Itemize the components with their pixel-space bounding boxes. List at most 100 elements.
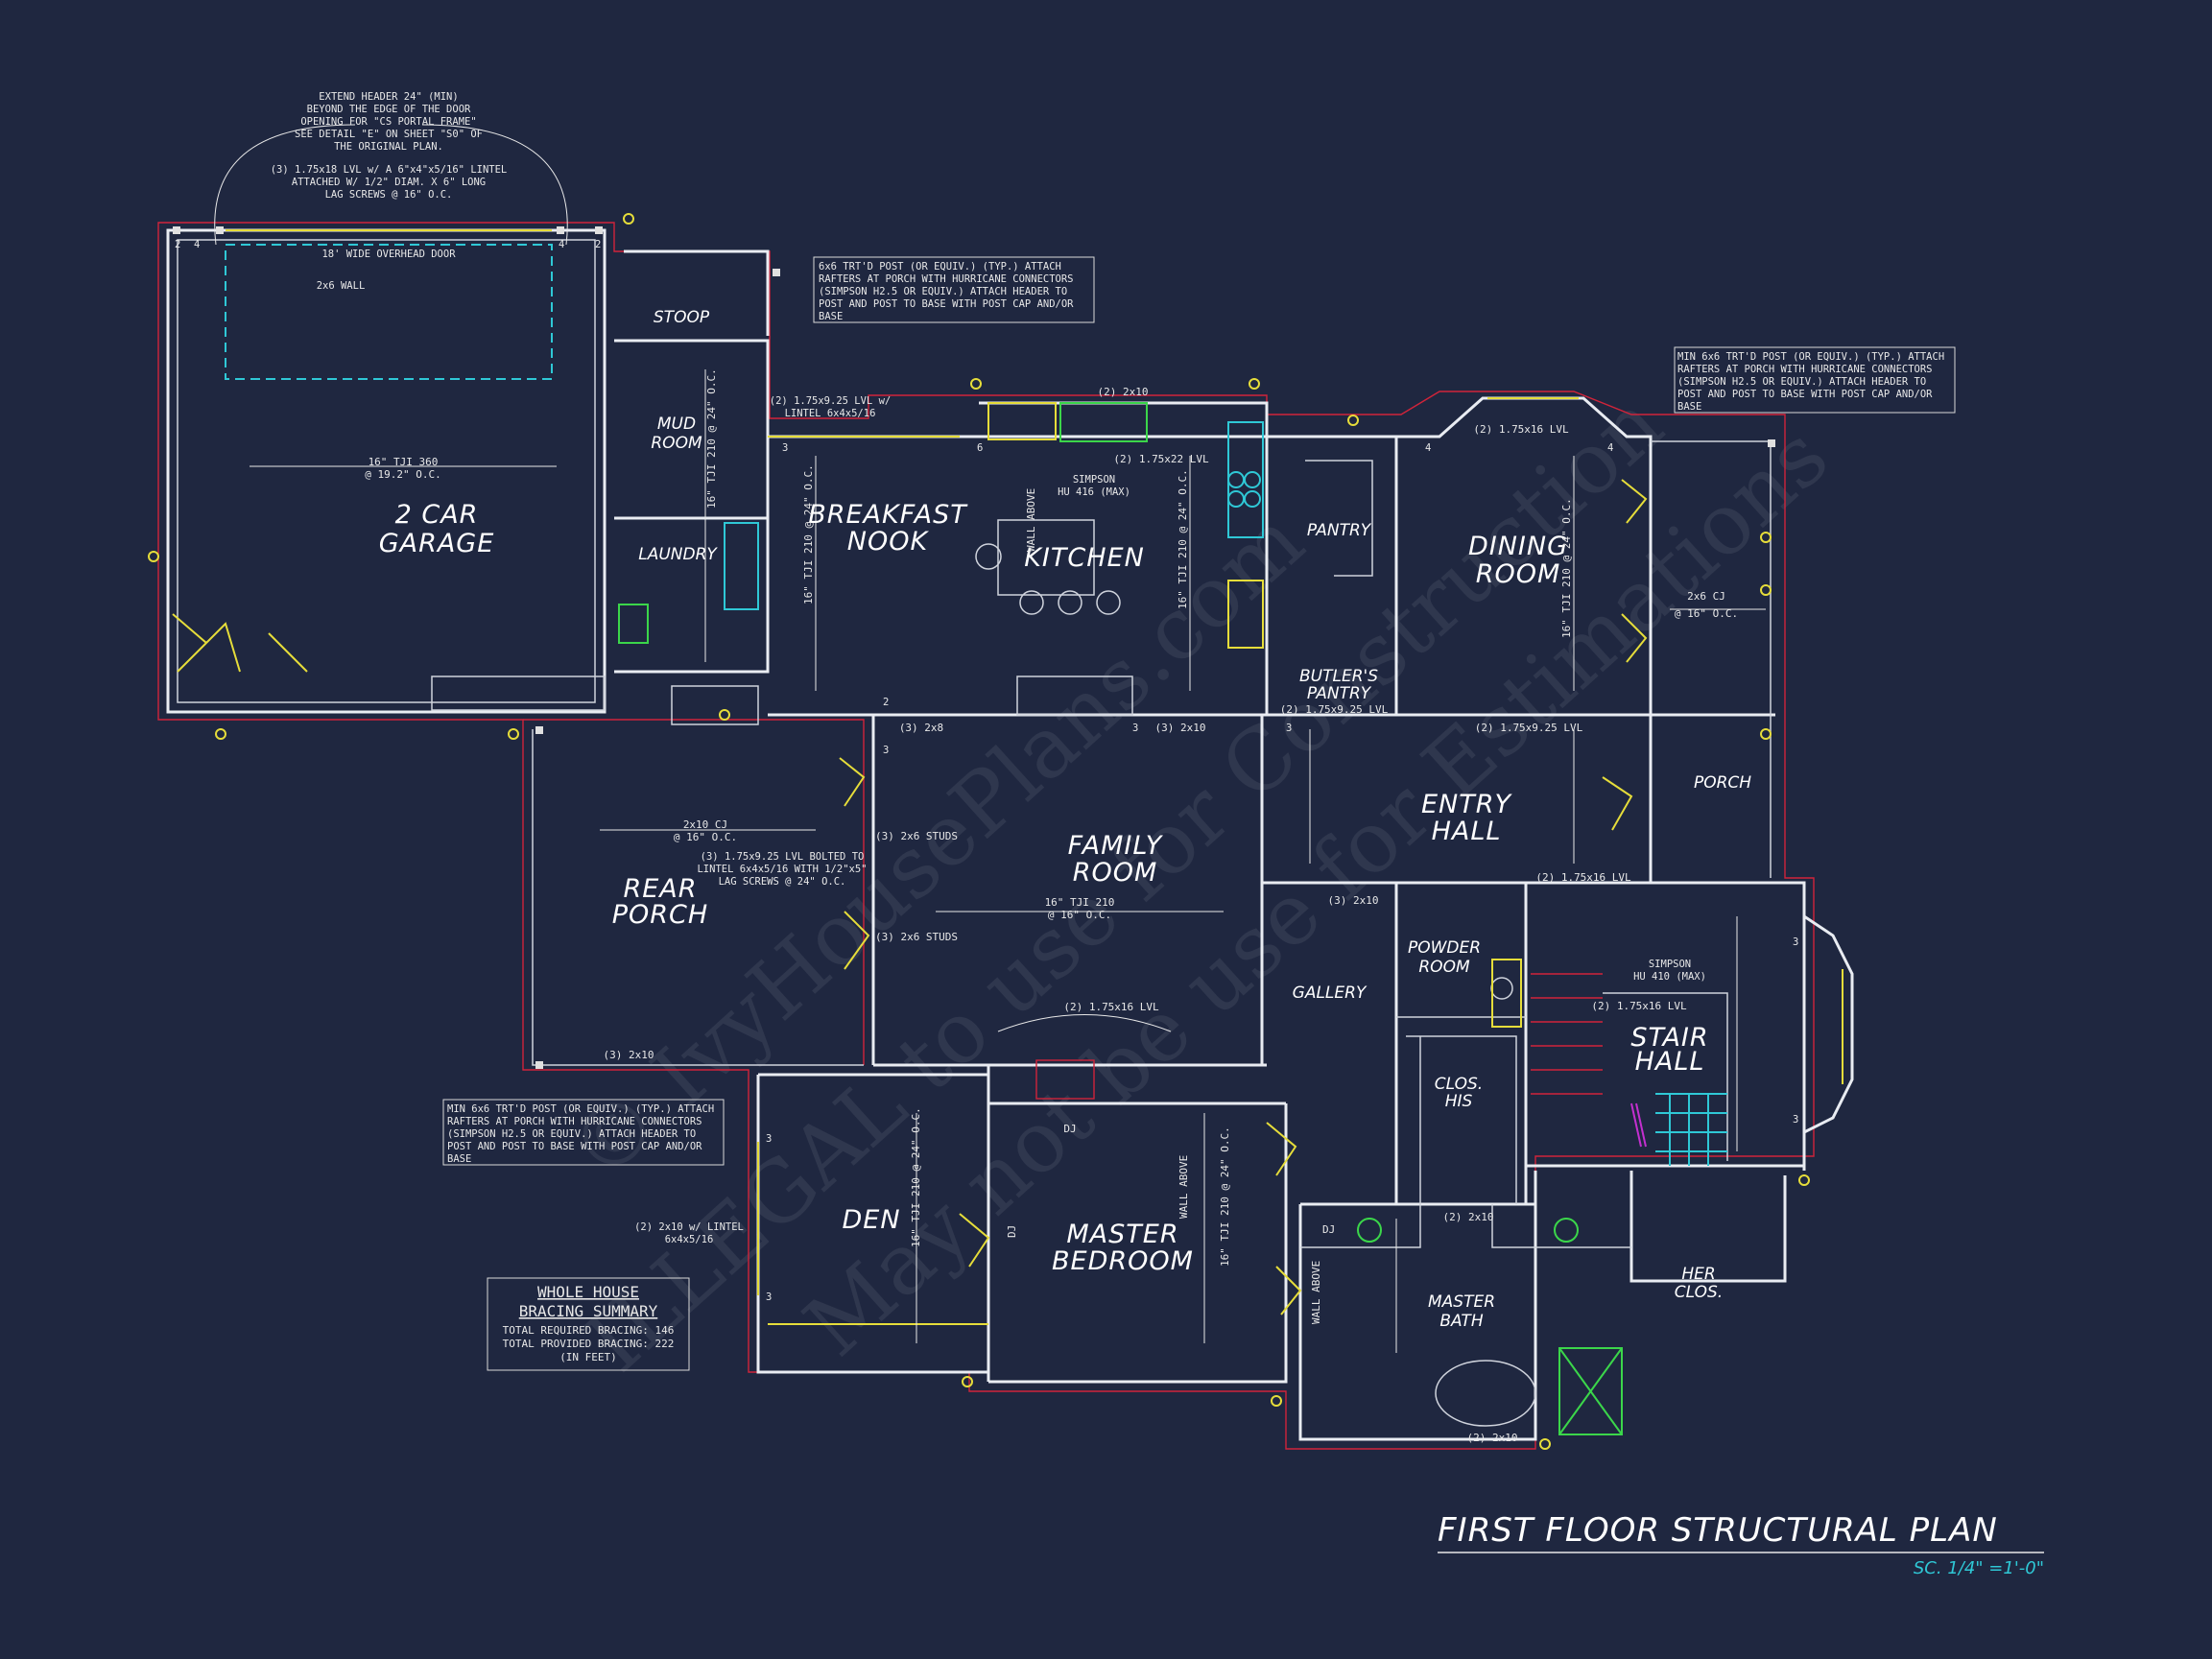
svg-text:WHOLE HOUSE: WHOLE HOUSE	[537, 1283, 639, 1301]
svg-text:(2) 1.75x16 LVL: (2) 1.75x16 LVL	[1063, 1001, 1159, 1013]
svg-text:POST AND POST TO BASE WITH POS: POST AND POST TO BASE WITH POST CAP AND/…	[1677, 389, 1933, 400]
svg-text:2: 2	[595, 239, 601, 250]
room-labels: 2 CAR GARAGE STOOP MUD ROOM LAUNDRY BREA…	[379, 308, 1752, 1331]
structural-specs: 16" TJI 360 @ 19.2" O.C. 2x10 CJ @ 16" O…	[365, 368, 1738, 1444]
label-mud-2: ROOM	[651, 434, 702, 453]
svg-text:3: 3	[1132, 723, 1138, 734]
label-her-clos-1: HER	[1681, 1265, 1715, 1284]
piers	[148, 213, 1810, 1450]
svg-text:2x6 CJ: 2x6 CJ	[1687, 590, 1725, 603]
label-powder-1: POWDER	[1408, 938, 1481, 958]
label-dining-1: DINING	[1468, 532, 1568, 561]
stair-treads	[1531, 973, 1727, 1166]
label-nook-1: BREAKFAST	[808, 500, 968, 530]
svg-text:16" TJI 210 @ 24" O.C.: 16" TJI 210 @ 24" O.C.	[1219, 1126, 1231, 1267]
svg-text:(2) 2x10: (2) 2x10	[1467, 1432, 1518, 1444]
label-garage-2: GARAGE	[379, 529, 495, 558]
svg-text:DJ: DJ	[1063, 1123, 1076, 1135]
label-master-bed-2: BEDROOM	[1052, 1246, 1194, 1276]
label-family-2: ROOM	[1073, 858, 1158, 888]
svg-text:(3) 1.75x9.25 LVL BOLTED TO: (3) 1.75x9.25 LVL BOLTED TO	[701, 851, 865, 863]
label-butlers-1: BUTLER'S	[1299, 667, 1378, 686]
svg-text:THE ORIGINAL PLAN.: THE ORIGINAL PLAN.	[334, 141, 443, 153]
svg-text:6: 6	[977, 442, 983, 454]
label-master-bath-2: BATH	[1439, 1312, 1483, 1331]
header-note: EXTEND HEADER 24" (MIN) BEYOND THE EDGE …	[271, 91, 508, 292]
label-rear-porch-1: REAR	[623, 874, 697, 904]
svg-text:RAFTERS AT PORCH WITH HURRICAN: RAFTERS AT PORCH WITH HURRICANE CONNECTO…	[447, 1116, 702, 1127]
svg-text:HU 416 (MAX): HU 416 (MAX)	[1058, 486, 1130, 498]
label-family-1: FAMILY	[1068, 831, 1164, 861]
svg-text:(2) 2x10 w/ LINTEL: (2) 2x10 w/ LINTEL	[634, 1221, 744, 1233]
svg-text:SIMPSON: SIMPSON	[1073, 474, 1115, 486]
bracing-summary-box	[487, 1277, 690, 1371]
svg-text:SEE DETAIL "E" ON SHEET "S0" O: SEE DETAIL "E" ON SHEET "S0" OF	[295, 129, 483, 140]
label-master-bed-1: MASTER	[1066, 1220, 1178, 1249]
svg-text:DJ: DJ	[1006, 1225, 1018, 1238]
svg-text:(IN FEET): (IN FEET)	[559, 1351, 617, 1363]
label-gallery: GALLERY	[1293, 984, 1368, 1003]
svg-text:LAG SCREWS @ 16" O.C.: LAG SCREWS @ 16" O.C.	[325, 189, 453, 201]
svg-text:3: 3	[1793, 936, 1798, 948]
svg-text:RAFTERS AT PORCH WITH HURRICAN: RAFTERS AT PORCH WITH HURRICANE CONNECTO…	[819, 273, 1074, 285]
svg-text:EXTEND HEADER 24" (MIN): EXTEND HEADER 24" (MIN)	[319, 91, 458, 103]
svg-text:@ 16" O.C.: @ 16" O.C.	[1048, 909, 1111, 921]
label-garage-1: 2 CAR	[395, 500, 479, 530]
svg-text:3: 3	[766, 1292, 772, 1303]
svg-text:6x4x5/16: 6x4x5/16	[665, 1234, 714, 1245]
svg-text:16" TJI 210 @ 24" O.C.: 16" TJI 210 @ 24" O.C.	[1560, 498, 1573, 638]
label-entry-2: HALL	[1432, 817, 1502, 846]
post-note-left: MIN 6x6 TRT'D POST (OR EQUIV.) (TYP.) AT…	[447, 1103, 714, 1165]
span-arrows	[214, 124, 1766, 1353]
svg-text:(2) 1.75x9.25 LVL: (2) 1.75x9.25 LVL	[1475, 722, 1583, 734]
svg-text:BRACING SUMMARY: BRACING SUMMARY	[519, 1302, 658, 1320]
label-pantry: PANTRY	[1307, 521, 1372, 540]
label-powder-2: ROOM	[1418, 958, 1470, 977]
svg-text:16" TJI 360: 16" TJI 360	[369, 456, 439, 468]
post-note-left-box	[442, 1099, 725, 1166]
svg-text:BASE: BASE	[447, 1153, 471, 1165]
svg-text:HU 410 (MAX): HU 410 (MAX)	[1633, 971, 1706, 983]
drawing-scale: SC. 1/4" =1'-0"	[1914, 1558, 2044, 1578]
label-entry-1: ENTRY	[1421, 790, 1513, 819]
label-kitchen: KITCHEN	[1024, 543, 1145, 573]
foundation-outline	[157, 222, 1815, 1450]
label-master-bath-1: MASTER	[1428, 1292, 1495, 1312]
svg-text:LAG SCREWS @ 24" O.C.: LAG SCREWS @ 24" O.C.	[719, 876, 846, 888]
svg-text:16" TJI 210: 16" TJI 210	[1045, 896, 1115, 909]
svg-text:(2) 1.75x9.25 LVL: (2) 1.75x9.25 LVL	[1280, 703, 1389, 716]
svg-text:(2) 1.75x16 LVL: (2) 1.75x16 LVL	[1473, 423, 1569, 436]
svg-text:(2) 1.75x16 LVL: (2) 1.75x16 LVL	[1535, 871, 1631, 884]
label-butlers-2: PANTRY	[1307, 684, 1372, 703]
svg-text:BEYOND THE EDGE OF THE DOOR: BEYOND THE EDGE OF THE DOOR	[307, 104, 471, 115]
svg-text:3: 3	[766, 1133, 772, 1145]
svg-text:BASE: BASE	[1677, 401, 1701, 413]
label-stair-2: HALL	[1635, 1047, 1705, 1077]
svg-text:3: 3	[1793, 1114, 1798, 1126]
svg-text:POST AND POST TO BASE WITH POS: POST AND POST TO BASE WITH POST CAP AND/…	[447, 1141, 702, 1152]
post-note-top-box	[813, 256, 1095, 323]
svg-text:3: 3	[883, 745, 889, 756]
svg-text:(3) 2x10: (3) 2x10	[604, 1049, 654, 1061]
nook-lintel-note: (2) 1.75x9.25 LVL w/ LINTEL 6x4x5/16	[770, 395, 891, 419]
label-her-clos-2: CLOS.	[1675, 1283, 1723, 1302]
svg-text:2x6 WALL: 2x6 WALL	[317, 280, 366, 292]
post-note-top: 6x6 TRT'D POST (OR EQUIV.) (TYP.) ATTACH…	[819, 261, 1074, 322]
svg-text:(2) 2x10: (2) 2x10	[1443, 1211, 1494, 1223]
den-lintel-note: (2) 2x10 w/ LINTEL 6x4x5/16	[634, 1221, 744, 1245]
svg-text:OPENING FOR "CS PORTAL FRAME": OPENING FOR "CS PORTAL FRAME"	[300, 116, 476, 128]
svg-text:MIN 6x6 TRT'D POST (OR EQUIV.): MIN 6x6 TRT'D POST (OR EQUIV.) (TYP.) AT…	[447, 1103, 714, 1115]
svg-text:16" TJI 210 @ 24" O.C.: 16" TJI 210 @ 24" O.C.	[1177, 469, 1189, 609]
svg-text:16" TJI 210 @ 24" O.C.: 16" TJI 210 @ 24" O.C.	[705, 368, 718, 509]
svg-text:4: 4	[559, 239, 564, 250]
label-porch: PORCH	[1694, 773, 1751, 793]
label-laundry: LAUNDRY	[638, 545, 718, 564]
svg-text:@ 19.2" O.C.: @ 19.2" O.C.	[365, 468, 440, 481]
svg-text:(SIMPSON H2.5 OR EQUIV.) ATTAC: (SIMPSON H2.5 OR EQUIV.) ATTACH HEADER T…	[447, 1128, 696, 1140]
label-clos-his-1: CLOS.	[1435, 1075, 1483, 1094]
svg-text:TOTAL PROVIDED BRACING: 222: TOTAL PROVIDED BRACING: 222	[503, 1338, 675, 1350]
svg-text:18' WIDE OVERHEAD DOOR: 18' WIDE OVERHEAD DOOR	[321, 249, 456, 260]
label-den: DEN	[842, 1205, 900, 1235]
porch-lintel-note: (3) 1.75x9.25 LVL BOLTED TO LINTEL 6x4x5…	[697, 851, 867, 888]
svg-text:@ 16" O.C.: @ 16" O.C.	[674, 831, 737, 843]
